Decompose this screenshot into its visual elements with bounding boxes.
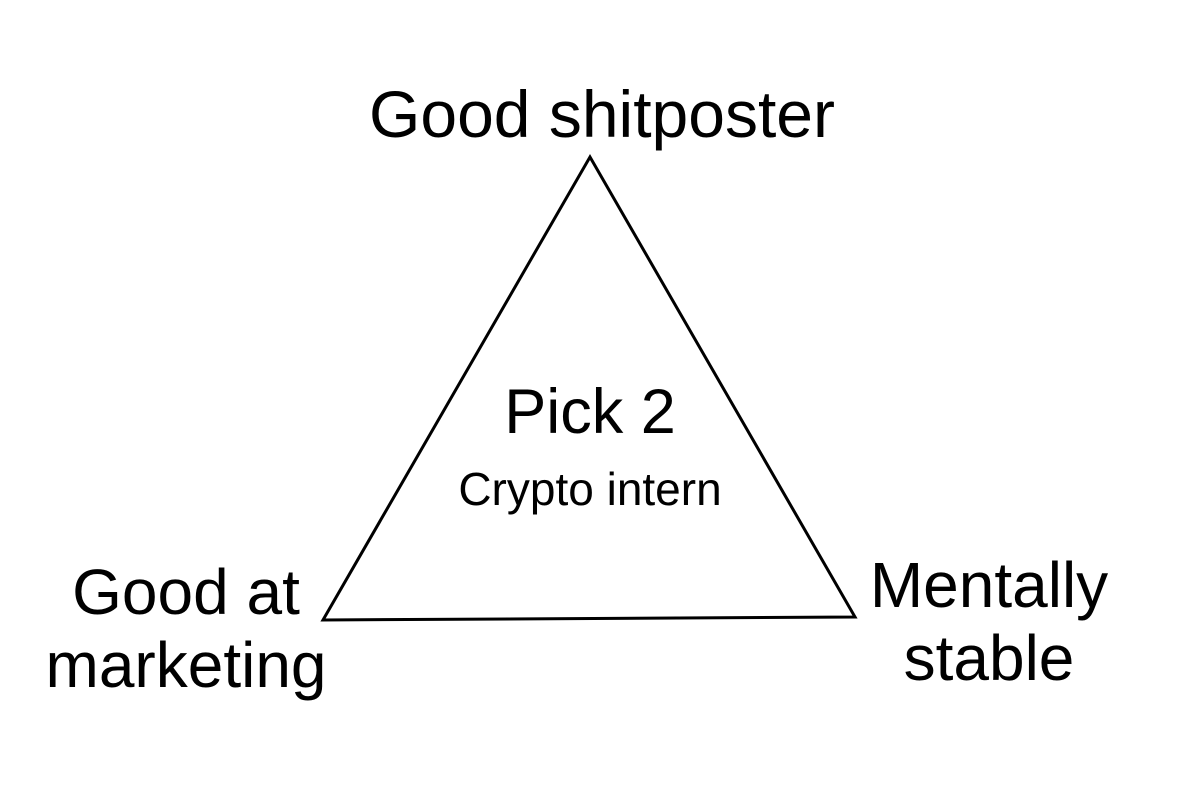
left-vertex-label: Good at marketing xyxy=(34,556,338,702)
left-vertex-label-line-2: marketing xyxy=(45,628,327,701)
right-vertex-label-line-1: Mentally xyxy=(869,549,1109,621)
center-subtitle: Crypto intern xyxy=(458,463,722,515)
right-vertex-label: Mentally stable xyxy=(856,549,1122,695)
center-title: Pick 2 xyxy=(504,377,676,447)
left-vertex-label-line-1: Good at xyxy=(72,556,300,628)
right-vertex-label-line-2: stable xyxy=(903,621,1075,694)
triangle-outline xyxy=(320,153,858,622)
top-vertex-label: Good shitposter xyxy=(369,77,835,151)
